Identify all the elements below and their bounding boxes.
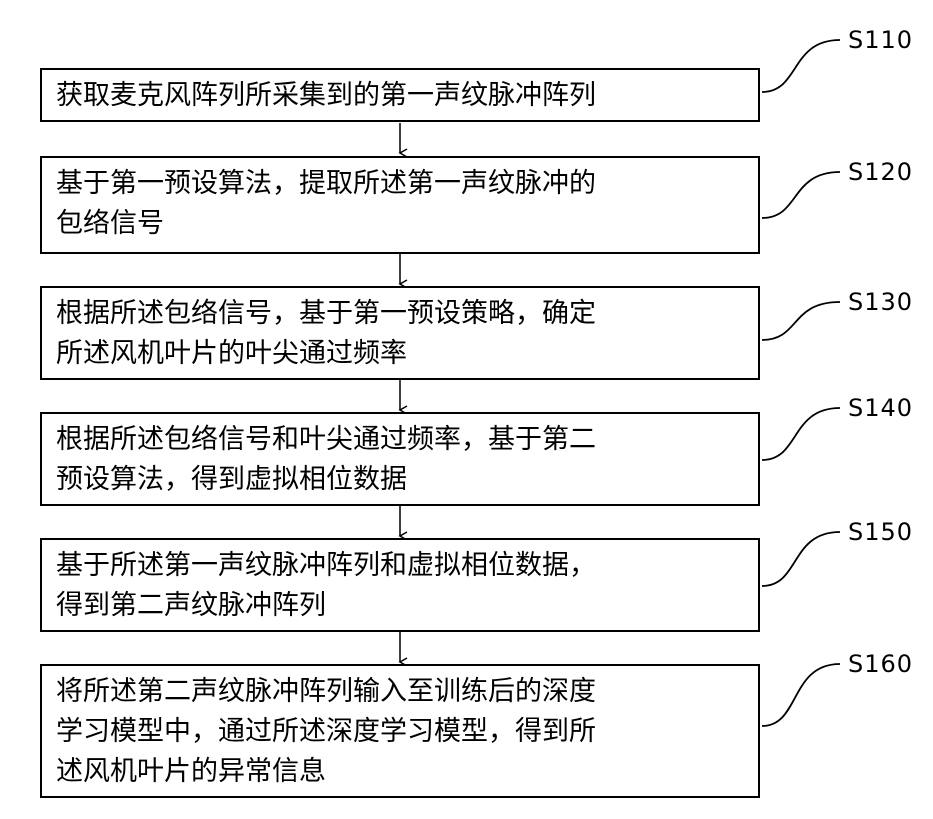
label-curve-s130 (762, 302, 840, 340)
step-label-s150: S150 (848, 518, 913, 546)
step-text-line: 得到第二声纹脉冲阵列 (56, 586, 744, 626)
step-label-s110: S110 (848, 26, 913, 54)
label-curve-s150 (762, 532, 840, 586)
step-text-line: 预设算法，得到虚拟相位数据 (56, 460, 744, 500)
step-box-s110: 获取麦克风阵列所采集到的第一声纹脉冲阵列 (40, 68, 760, 122)
step-text-line: 基于所述第一声纹脉冲阵列和虚拟相位数据， (56, 546, 744, 586)
label-curve-s120 (762, 172, 840, 218)
step-text-line: 根据所述包络信号和叶尖通过频率，基于第二 (56, 420, 744, 460)
step-label-s120: S120 (848, 158, 913, 186)
step-label-s130: S130 (848, 288, 913, 316)
label-curve-s140 (762, 408, 840, 460)
step-text-line: 将所述第二声纹脉冲阵列输入至训练后的深度 (56, 672, 744, 712)
step-text-line: 包络信号 (56, 204, 744, 244)
step-text-line: 根据所述包络信号，基于第一预设策略，确定 (56, 294, 744, 334)
step-box-s160: 将所述第二声纹脉冲阵列输入至训练后的深度 学习模型中，通过所述深度学习模型，得到… (40, 664, 760, 798)
step-text-line: 述风机叶片的异常信息 (56, 752, 744, 792)
step-text-line: 基于第一预设算法，提取所述第一声纹脉冲的 (56, 164, 744, 204)
step-box-s130: 根据所述包络信号，基于第一预设策略，确定 所述风机叶片的叶尖通过频率 (40, 286, 760, 380)
step-text-line: 获取麦克风阵列所采集到的第一声纹脉冲阵列 (56, 76, 744, 116)
step-box-s140: 根据所述包络信号和叶尖通过频率，基于第二 预设算法，得到虚拟相位数据 (40, 412, 760, 506)
step-text-line: 所述风机叶片的叶尖通过频率 (56, 334, 744, 374)
label-curve-s110 (762, 40, 840, 92)
step-text-line: 学习模型中，通过所述深度学习模型，得到所 (56, 712, 744, 752)
label-curve-s160 (762, 664, 840, 726)
step-box-s120: 基于第一预设算法，提取所述第一声纹脉冲的 包络信号 (40, 156, 760, 254)
step-label-s160: S160 (848, 650, 913, 678)
step-label-s140: S140 (848, 394, 913, 422)
step-box-s150: 基于所述第一声纹脉冲阵列和虚拟相位数据， 得到第二声纹脉冲阵列 (40, 538, 760, 632)
